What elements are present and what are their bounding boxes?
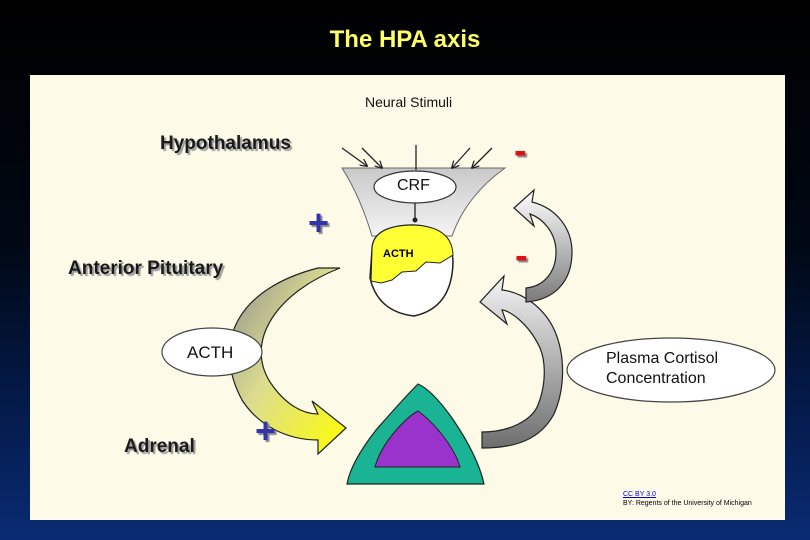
cortisol-feedback-arrow-upper bbox=[513, 188, 573, 303]
license-link[interactable]: CC BY 3.0 bbox=[623, 491, 656, 498]
minus-sign-lower: - bbox=[515, 235, 528, 277]
plasma-cortisol-bubble bbox=[566, 337, 776, 403]
plasma-cortisol-line2: Concentration bbox=[606, 370, 706, 387]
cortisol-feedback-arrow-lower bbox=[479, 274, 564, 449]
anterior-pituitary bbox=[369, 224, 454, 317]
acth-bubble-label: ACTH bbox=[187, 343, 234, 362]
adrenal-gland bbox=[346, 383, 485, 485]
crf-label: CRF bbox=[397, 177, 430, 194]
plus-sign-lower: + bbox=[255, 410, 277, 451]
plasma-cortisol-line1: Plasma Cortisol bbox=[606, 350, 719, 367]
neural-stimuli-arrows bbox=[341, 145, 493, 170]
acth-pituitary-label: ACTH bbox=[383, 248, 414, 260]
plus-sign-upper: + bbox=[308, 202, 330, 243]
minus-sign-upper: - bbox=[514, 130, 527, 172]
slide-title: The HPA axis bbox=[329, 26, 481, 53]
credit-block: CC BY 3.0 BY: Regents of the University … bbox=[623, 490, 752, 508]
adrenal-label: Adrenal bbox=[124, 436, 195, 457]
neural-stimuli-label: Neural Stimuli bbox=[365, 94, 453, 110]
acth-bubble bbox=[161, 327, 263, 377]
attribution-text: BY: Regents of the University of Michiga… bbox=[623, 500, 752, 507]
anterior-pituitary-label: Anterior Pituitary bbox=[68, 258, 224, 279]
hypothalamus-label: Hypothalamus bbox=[160, 133, 291, 154]
crf-stalk-dot bbox=[412, 217, 418, 223]
